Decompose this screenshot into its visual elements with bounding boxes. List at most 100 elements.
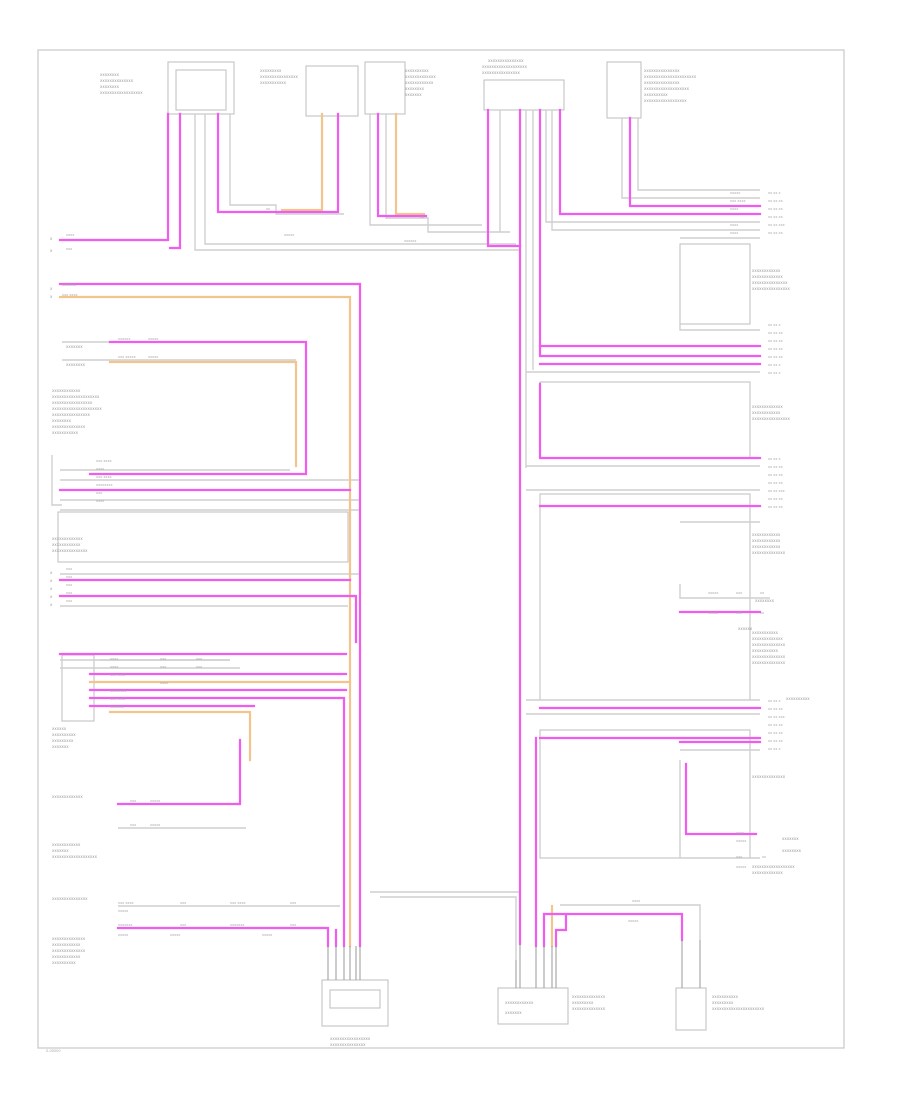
svg-text:xx xx xx: xx xx xx [768, 347, 783, 351]
svg-text:xx xx x: xx xx x [768, 457, 781, 461]
svg-text:xxxxxxx: xxxxxxx [110, 705, 125, 709]
svg-text:x: x [50, 570, 53, 575]
svg-text:xxx: xxx [736, 611, 742, 615]
svg-text:xxxxxxxxxx: xxxxxxxxxx [52, 960, 76, 965]
svg-text:xxxx: xxxx [66, 233, 74, 237]
svg-text:xxxxxxxxxx: xxxxxxxxxx [405, 68, 429, 73]
svg-text:xx xx xx: xx xx xx [768, 207, 783, 211]
svg-text:x: x [50, 594, 53, 599]
svg-text:xxxxxxxxxxxxxx: xxxxxxxxxxxxxx [100, 78, 134, 83]
svg-text:xxxxx: xxxxx [148, 337, 158, 341]
svg-text:xxxxxxxxxxxx: xxxxxxxxxxxx [52, 942, 81, 947]
svg-text:xxx xxxx: xxx xxxx [118, 901, 134, 905]
svg-text:xxxxxxxxxxxxxx: xxxxxxxxxxxxxx [752, 550, 786, 555]
component-left-lower-labels: xxxxxxxxxxxxx xxxxxxxxxxxxxxxxxxxxxxxxxx… [52, 794, 98, 965]
connector-left-seat-switch: xxxxxxxxxxxxxxxxxxxxxxxxxxxxxxxxxxxxxxxx… [100, 61, 235, 115]
svg-text:xx xx xx: xx xx xx [768, 481, 783, 485]
svg-text:xx xx x: xx xx x [768, 191, 781, 195]
svg-text:xxx: xxx [180, 901, 186, 905]
svg-text:xx xx xxx: xx xx xxx [768, 223, 785, 227]
svg-text:xxxxxxx: xxxxxxx [118, 923, 133, 927]
connector-bottom-right-seat: xxxxxxxxxxxxxxxxxxxxxxxxxxxxxxxxxxxxxxxx… [675, 987, 765, 1031]
svg-text:xxxxxxx: xxxxxxx [52, 848, 69, 853]
svg-text:xxxx: xxxx [110, 665, 118, 669]
svg-text:xxxxxxxxxxxxx: xxxxxxxxxxxxx [752, 870, 783, 875]
svg-text:xx xx xx: xx xx xx [768, 707, 783, 711]
svg-text:xxx: xxx [160, 657, 166, 661]
svg-text:xxxxxxxxxxxx: xxxxxxxxxxxx [52, 542, 81, 547]
svg-text:xxxxxxxxxxxxxxxxxxxxxx: xxxxxxxxxxxxxxxxxxxxxx [712, 1006, 765, 1011]
svg-text:xxxxxxx: xxxxxxx [405, 92, 422, 97]
svg-text:xxx: xxx [66, 247, 72, 251]
svg-text:xxxxxxxxxxxx: xxxxxxxxxxxx [505, 1000, 534, 1005]
connector-bottom-center-module: xxxxxxxxxxxxxxxxxxxxxxxxxxxxxxxxxxxxxxxx… [497, 987, 606, 1025]
svg-text:xxxx: xxxx [160, 681, 168, 685]
component-right-seat-module-2: xxxxxxxxxxxxxxxxxxxxxxxxxxxxxxxxxxxxxxxx… [539, 381, 791, 459]
svg-text:xx xx xx: xx xx xx [768, 355, 783, 359]
svg-text:xxxxxxxx: xxxxxxxx [96, 483, 113, 487]
svg-text:xxxxx: xxxxx [708, 591, 718, 595]
svg-text:xxxxxxxxxx: xxxxxxxxxx [52, 732, 76, 737]
svg-text:xxxxxxxx: xxxxxxxx [66, 362, 86, 367]
svg-text:xx xx x: xx xx x [768, 363, 781, 367]
svg-text:xxx: xxx [196, 657, 202, 661]
svg-text:xxx: xxx [160, 665, 166, 669]
svg-text:xxx xxxxx: xxx xxxxx [118, 355, 136, 359]
svg-text:xx xx xx: xx xx xx [768, 731, 783, 735]
svg-text:xxxxxxx: xxxxxxx [62, 283, 77, 287]
svg-text:xxx: xxx [180, 923, 186, 927]
svg-text:xxxxxxxxxxxx: xxxxxxxxxxxx [752, 532, 781, 537]
svg-text:xxxxxxxxxxxxxx: xxxxxxxxxxxxxx [52, 948, 86, 953]
svg-text:xxxxxxxxxxxxxxxxxxxxx: xxxxxxxxxxxxxxxxxxxxx [52, 406, 102, 411]
svg-text:xxxxxxxxxxxxxx: xxxxxxxxxxxxxx [752, 654, 786, 659]
svg-text:xxxxxxxxxxx: xxxxxxxxxxx [712, 994, 739, 999]
svg-text:xxxxxxxxxxxx: xxxxxxxxxxxx [752, 538, 781, 543]
svg-text:xxx xxxx: xxx xxxx [230, 901, 246, 905]
svg-text:xxxxxxxxxxxx: xxxxxxxxxxxx [52, 388, 81, 393]
svg-text:xxx xxxx: xxx xxxx [96, 475, 112, 479]
connector-left-seat-heater: xxxxxxxxxxxxxxxxxxxxxxxxxxxxxxxxxxxxxxxx… [606, 61, 697, 119]
svg-text:xxxxxxxxxxxxxx: xxxxxxxxxxxxxx [752, 642, 786, 647]
svg-text:xxx xxxx: xxx xxxx [96, 459, 112, 463]
svg-text:xx xx xx: xx xx xx [768, 199, 783, 203]
svg-text:x: x [50, 586, 53, 591]
svg-text:xxxxxxxxx: xxxxxxxxx [52, 738, 74, 743]
svg-text:xxxxx: xxxxx [148, 355, 158, 359]
svg-text:xxx xxxx: xxx xxxx [730, 199, 746, 203]
svg-text:xxxx: xxxx [730, 231, 738, 235]
svg-text:xxx: xxx [196, 665, 202, 669]
svg-text:xxxxxxxxx: xxxxxxxxx [712, 1000, 734, 1005]
svg-text:xxxxxxxxxxxxxxx: xxxxxxxxxxxxxxx [752, 280, 788, 285]
svg-text:xxxxxxxxxxxxx: xxxxxxxxxxxxx [752, 636, 783, 641]
component-right-seat-module-1: xxxxxxxxxxxxxxxxxxxxxxxxxxxxxxxxxxxxxxxx… [679, 243, 791, 325]
wires-orange [58, 112, 554, 948]
svg-text:xxxxxxxxxxxxxxxxxxx: xxxxxxxxxxxxxxxxxxx [644, 86, 690, 91]
svg-text:xxx: xxx [66, 575, 72, 579]
svg-text:xxxxxxxxxxxxxx: xxxxxxxxxxxxxx [752, 774, 786, 779]
svg-text:x: x [50, 248, 53, 253]
svg-text:xxxxxxxx: xxxxxxxx [110, 689, 127, 693]
svg-text:xxxxxxxxxxxxxxx: xxxxxxxxxxxxxxx [488, 58, 524, 63]
connector-front-junction: xxxxxxxxxxxxxxxxxxxxxxxxxxxxxxxxxxxxxxxx… [482, 58, 565, 111]
svg-text:xxxxxxxxxxxxxx: xxxxxxxxxxxxxx [52, 424, 86, 429]
svg-text:xxxxxxxxxxxx: xxxxxxxxxxxx [52, 842, 81, 847]
svg-text:xxxxxxxxxxxxxxxx: xxxxxxxxxxxxxxxx [52, 412, 91, 417]
svg-text:xxx xxxx: xxx xxxx [110, 673, 126, 677]
component-left-upper-labels: xxxxxxxxxxxxxxx xx xx xxxxx [50, 236, 86, 607]
svg-text:xx xx x: xx xx x [768, 747, 781, 751]
svg-text:xxxxxxxxxxx: xxxxxxxxxxx [752, 648, 779, 653]
svg-text:xxxxxx: xxxxxx [404, 239, 416, 243]
svg-text:xxxxxxxxxx: xxxxxxxxxx [644, 92, 668, 97]
svg-text:xxxxxxxxxxxxxxxxxx: xxxxxxxxxxxxxxxxxx [100, 90, 143, 95]
svg-text:xx xx xx: xx xx xx [768, 473, 783, 477]
svg-text:xxxxxxxxxxxxxxxxx: xxxxxxxxxxxxxxxxx [52, 400, 93, 405]
svg-text:x: x [50, 236, 53, 241]
svg-text:xxx xxxx: xxx xxxx [110, 697, 126, 701]
svg-text:xxx: xxx [96, 491, 102, 495]
svg-text:xxxxxxxxxxxx: xxxxxxxxxxxx [405, 80, 434, 85]
svg-text:xxxxxxxxxxxxxx: xxxxxxxxxxxxxx [752, 660, 786, 665]
svg-text:xxxxxxxxxxxxxx: xxxxxxxxxxxxxx [52, 936, 86, 941]
svg-text:xxxxxxxxxxx: xxxxxxxxxxx [260, 80, 287, 85]
